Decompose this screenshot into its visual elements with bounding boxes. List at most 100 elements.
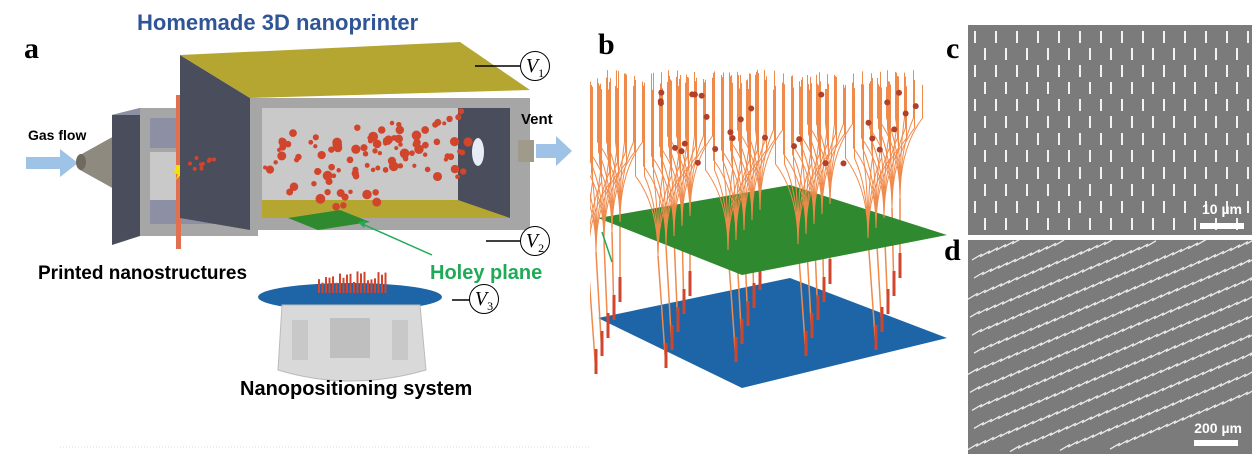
line-feature: [1115, 271, 1127, 279]
line-feature: [1153, 387, 1165, 395]
printed-pillars: [318, 271, 387, 293]
nanoparticle: [402, 154, 407, 159]
pillar: [1173, 116, 1175, 128]
nanoparticle: [211, 157, 216, 162]
line-feature: [1023, 270, 1035, 278]
nanoparticle: [308, 139, 314, 145]
pillar: [1142, 133, 1144, 145]
line-feature: [1121, 249, 1133, 257]
vent-pipe: [518, 140, 534, 162]
nanoparticle: [455, 174, 460, 180]
nanoparticle: [902, 110, 909, 117]
nanoparticle: [277, 151, 287, 161]
line-feature: [1041, 357, 1053, 365]
pillar: [1058, 201, 1060, 213]
line-feature: [1125, 436, 1137, 444]
rod-tip: [670, 325, 674, 350]
nanoparticle: [712, 145, 719, 152]
line-feature: [1161, 309, 1173, 317]
line-feature: [1047, 411, 1059, 419]
line-feature: [1169, 381, 1181, 389]
line-feature: [1111, 310, 1123, 318]
pillar: [353, 281, 355, 293]
line-feature: [1027, 306, 1039, 314]
line-feature: [1145, 315, 1157, 323]
nanoparticle: [432, 121, 439, 128]
line-feature: [1039, 339, 1051, 347]
line-feature: [1215, 268, 1227, 276]
line-feature: [1159, 291, 1171, 299]
nanoparticle: [295, 153, 302, 161]
substrate-disk: [258, 283, 442, 311]
nanoparticle: [372, 148, 378, 154]
field-line: [899, 84, 923, 199]
line-feature: [1151, 294, 1163, 302]
line-feature: [1073, 269, 1085, 277]
pillar: [1131, 184, 1133, 196]
pillar: [974, 201, 976, 213]
pillar: [1236, 48, 1238, 60]
line-feature: [1177, 302, 1189, 310]
line-feature: [1013, 255, 1025, 263]
pillar: [1016, 167, 1018, 179]
nanoparticle: [328, 163, 335, 171]
field-line: [797, 81, 821, 245]
rod-tip: [874, 325, 878, 350]
line-feature: [1137, 243, 1149, 251]
line-feature: [1155, 255, 1167, 263]
line-feature: [1231, 337, 1243, 345]
line-feature: [1149, 351, 1161, 359]
line-feature: [1101, 295, 1113, 303]
line-feature: [1127, 379, 1139, 387]
nanoparticle: [457, 149, 462, 154]
line-feature: [1065, 347, 1077, 355]
nanoparticle: [822, 160, 829, 167]
line-feature: [1107, 349, 1119, 357]
line-feature: [1057, 425, 1069, 433]
rod-tip: [664, 343, 668, 368]
pillar: [1121, 65, 1123, 77]
nanoparticle: [409, 150, 415, 156]
line-feature: [1017, 441, 1029, 449]
line-feature: [1133, 282, 1145, 290]
pillar: [1068, 116, 1070, 128]
main-chamber-side: [180, 55, 250, 230]
nanoparticle: [328, 146, 335, 153]
line-feature: [1029, 249, 1041, 257]
line-feature: [1211, 307, 1223, 315]
pillar: [1047, 116, 1049, 128]
line-feature: [1067, 290, 1079, 298]
line-feature: [989, 340, 1001, 348]
pillar: [1016, 201, 1018, 213]
line-feature: [1169, 305, 1181, 313]
line-feature: [1167, 363, 1179, 371]
nanoparticle: [332, 202, 340, 211]
line-feature: [1221, 322, 1233, 330]
nanoparticle: [912, 103, 919, 110]
line-feature: [973, 271, 985, 279]
pillar: [381, 274, 383, 293]
line-feature: [973, 346, 985, 354]
pillar: [974, 65, 976, 77]
field-line: [821, 87, 845, 215]
line-feature: [1123, 418, 1135, 426]
line-feature: [1187, 317, 1199, 325]
line-feature: [1063, 329, 1075, 337]
line-feature: [1001, 373, 1013, 381]
panel-a-title: Homemade 3D nanoprinter: [137, 10, 419, 35]
line-feature: [1221, 397, 1233, 405]
line-feature: [1049, 278, 1061, 286]
line-feature: [1089, 413, 1101, 421]
line-feature: [1197, 257, 1209, 265]
nanoparticle: [276, 147, 282, 153]
line-feature: [1009, 445, 1021, 453]
inlet-cone: [80, 135, 116, 190]
nanoparticle: [422, 141, 429, 149]
pillar: [1236, 184, 1238, 196]
pillar: [1194, 48, 1196, 60]
main-chamber-lid: [180, 42, 530, 98]
pillar: [1121, 167, 1123, 179]
line-feature: [1183, 356, 1195, 364]
pillar: [1163, 133, 1165, 145]
line-feature: [1173, 341, 1185, 349]
